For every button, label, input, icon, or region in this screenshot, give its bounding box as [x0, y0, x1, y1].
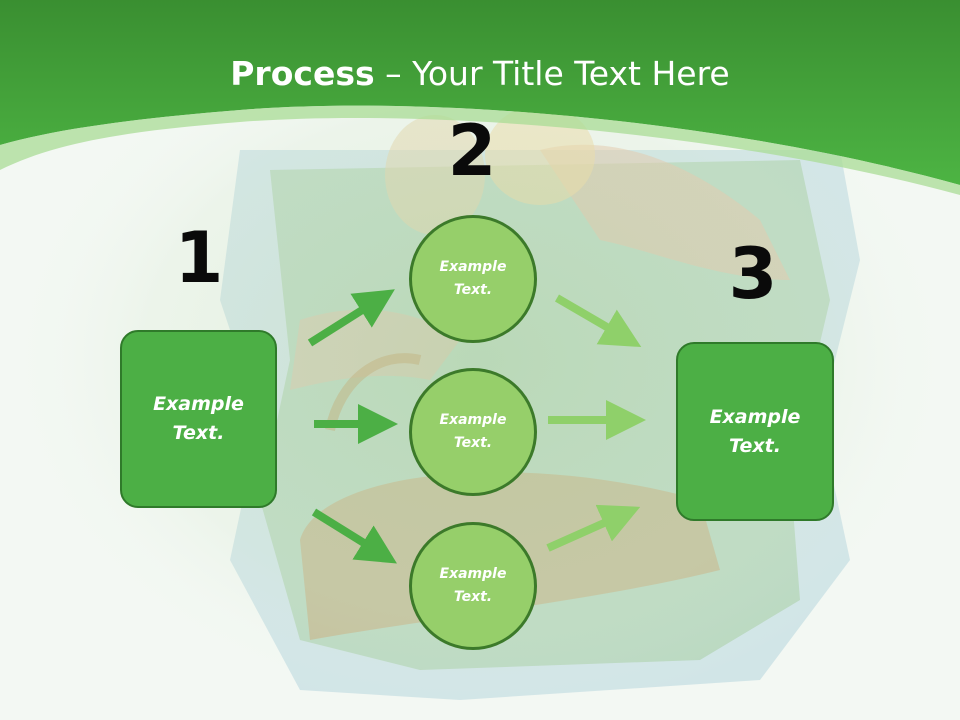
- left-text-box[interactable]: Example Text.: [120, 330, 277, 508]
- step-number-3: 3: [728, 233, 778, 315]
- circle-step-1[interactable]: Example Text.: [409, 215, 537, 343]
- right-box-text: Example Text.: [709, 405, 801, 457]
- step-number-1: 1: [174, 217, 224, 299]
- circle-step-3[interactable]: Example Text.: [409, 522, 537, 650]
- circle-3-text: Example Text.: [439, 566, 507, 605]
- left-box-text: Example Text.: [153, 393, 244, 444]
- page-title: Process – Your Title Text Here: [0, 52, 960, 96]
- step-number-2: 2: [447, 110, 497, 192]
- circle-2-text: Example Text.: [439, 412, 507, 451]
- circle-1-text: Example Text.: [439, 259, 507, 298]
- right-text-box[interactable]: Example Text.: [676, 342, 834, 521]
- title-bold: Process: [230, 54, 375, 93]
- circle-step-2[interactable]: Example Text.: [409, 368, 537, 496]
- title-rest: – Your Title Text Here: [374, 54, 730, 93]
